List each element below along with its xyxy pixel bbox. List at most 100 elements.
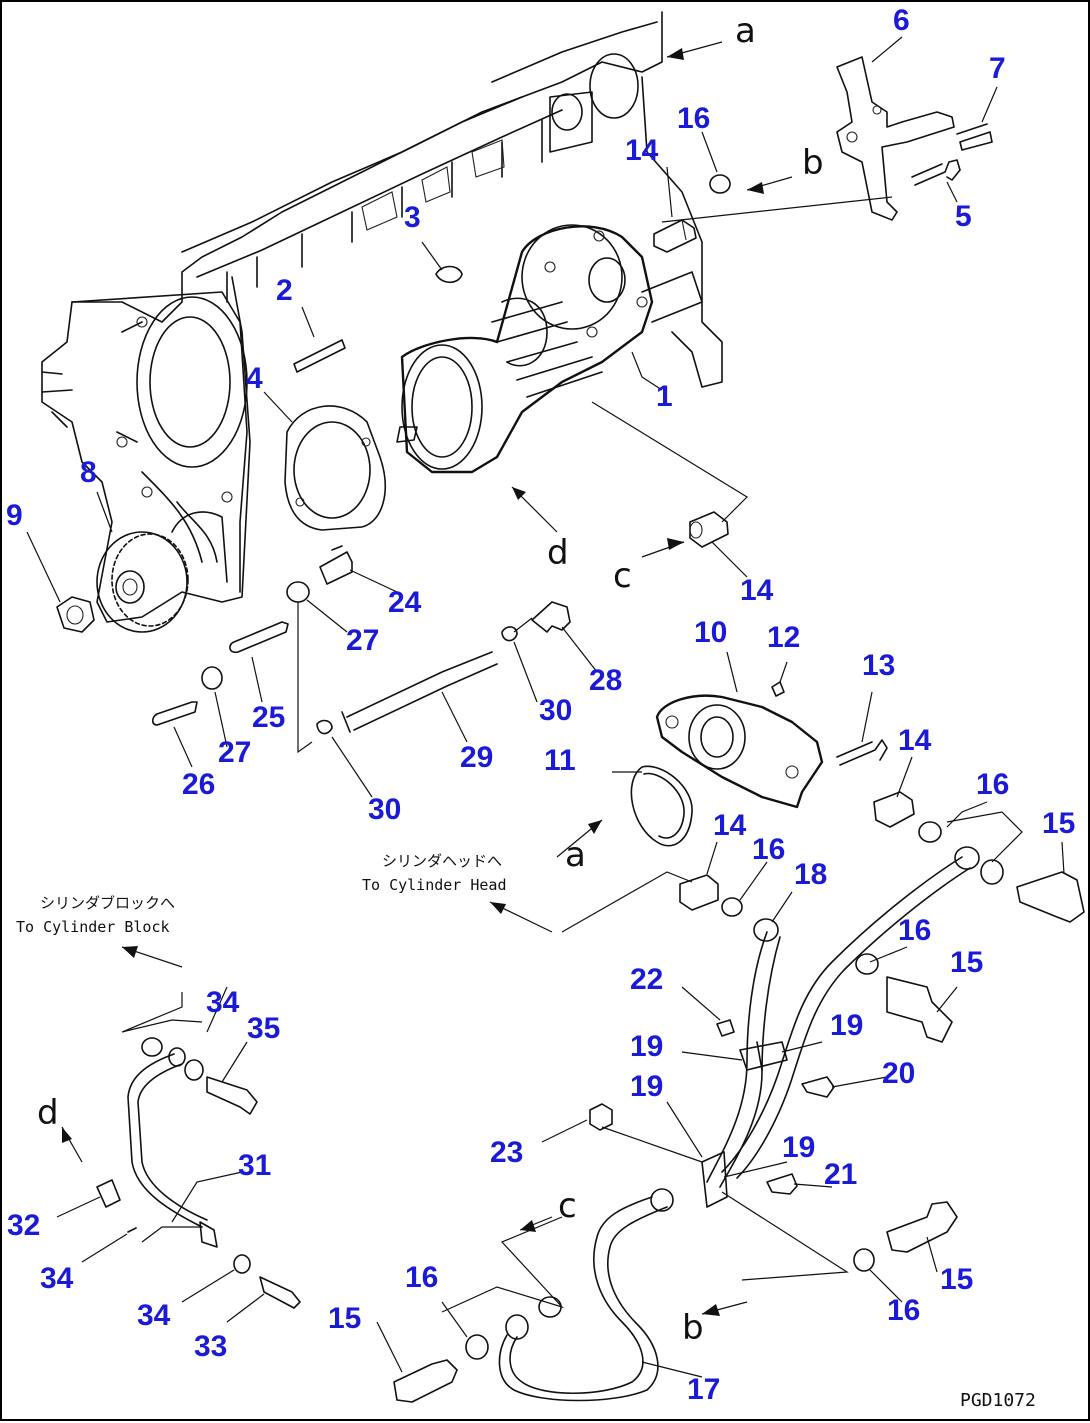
callout-31: 31 (238, 1149, 271, 1182)
drawing-code: PGD1072 (960, 1390, 1036, 1411)
clamp-part-30-a (501, 626, 518, 642)
washer-part-16-bottom-a (538, 1296, 562, 1318)
air-compressor (396, 224, 703, 474)
callout-16-middle: 16 (898, 914, 931, 947)
note-head-jp: シリンダヘッドへ (382, 852, 502, 870)
washer-part-3 (435, 265, 463, 284)
washer-part-16-top (709, 174, 731, 194)
fitting-part-14-cover (873, 791, 915, 828)
callout-16-left: 16 (752, 833, 785, 866)
callout-23: 23 (490, 1136, 523, 1169)
letter-b-top: b (802, 143, 824, 183)
washer-part-16-upper (980, 859, 1004, 885)
clamp-part-19-lower (701, 1151, 728, 1208)
callout-12: 12 (767, 621, 800, 654)
bolt-part-5 (911, 159, 961, 186)
oil-pipe-part-31 (127, 1047, 218, 1248)
bolt-part-20 (801, 1076, 835, 1098)
washer-part-34-lower (184, 1059, 204, 1081)
o-ring-part-11 (630, 765, 693, 847)
callout-2: 2 (276, 274, 293, 307)
callout-22: 22 (630, 963, 663, 996)
washer-part-34-bottom (233, 1254, 251, 1274)
callout-34-c: 34 (137, 1299, 171, 1332)
callout-34-a: 34 (206, 986, 240, 1019)
callout-15-upper: 15 (1042, 807, 1075, 840)
callout-30-b: 30 (368, 793, 401, 826)
callout-34-b: 34 (40, 1262, 74, 1295)
callout-15-middle: 15 (950, 946, 983, 979)
callout-27-a: 27 (346, 624, 379, 657)
callout-19-c: 19 (630, 1070, 663, 1103)
callout-35: 35 (247, 1012, 280, 1045)
callout-16-cover: 16 (976, 768, 1009, 801)
letter-a-top: a (735, 11, 756, 51)
note-block-jp: シリンダブロックへ (40, 894, 175, 912)
hose-part-29 (341, 651, 498, 733)
washer-part-16-bottom-b (465, 1334, 489, 1360)
callout-10: 10 (694, 616, 727, 649)
washer-part-27-b (201, 666, 223, 690)
leader-lines (26, 36, 1065, 1378)
callout-29: 29 (460, 741, 493, 774)
fitting-part-14-top (653, 219, 697, 253)
callout-17: 17 (687, 1373, 720, 1406)
callout-25: 25 (252, 701, 285, 734)
callout-7: 7 (989, 52, 1006, 85)
o-ring-part-11-inner (643, 772, 685, 839)
bracket-part-6 (836, 56, 955, 221)
connection-letters: a b d c a d c b (37, 11, 824, 1348)
letter-d-left: d (37, 1093, 59, 1133)
callout-18: 18 (794, 858, 827, 891)
bolt-part-7 (956, 123, 993, 151)
callout-labels: 1 2 3 4 5 6 7 8 9 10 11 12 13 14 14 14 1… (6, 4, 1075, 1406)
callout-14-cover: 14 (898, 724, 932, 757)
fitting-part-24 (319, 545, 353, 585)
callout-26: 26 (182, 768, 215, 801)
cover-part-10 (655, 694, 824, 809)
bolt-part-21 (766, 1173, 798, 1195)
callout-8: 8 (80, 456, 97, 489)
washer-part-27-a (286, 581, 310, 603)
nut-part-9 (56, 596, 95, 633)
callout-16-lower: 16 (887, 1294, 920, 1327)
bolt-part-33 (259, 1276, 301, 1309)
bolt-part-15-middle (886, 976, 953, 1043)
callout-14-mid: 14 (740, 574, 774, 607)
oil-pipe-part-17 (498, 1188, 674, 1402)
callout-33: 33 (194, 1330, 227, 1363)
callout-9: 9 (6, 499, 23, 532)
bolt-part-15-lower (886, 1201, 958, 1253)
callout-32: 32 (7, 1209, 40, 1242)
drive-gear-part-8 (96, 531, 189, 633)
plug-part-32 (96, 1179, 121, 1208)
callout-5: 5 (955, 200, 972, 233)
fitting-part-14-lower (679, 874, 719, 911)
callout-19-a: 19 (630, 1030, 663, 1063)
callout-11: 11 (544, 744, 576, 777)
letter-c-mid: c (613, 556, 632, 596)
letter-c-bottom: c (558, 1186, 577, 1226)
engine-front-cover (41, 11, 723, 623)
spacer-part-23 (589, 1103, 613, 1131)
callout-16-top: 16 (677, 102, 710, 135)
callout-30-a: 30 (539, 694, 572, 727)
fitting-part-14-mid (689, 511, 729, 548)
bolt-part-35 (206, 1076, 258, 1115)
callout-14-lower: 14 (713, 809, 747, 842)
letter-b-bottom: b (682, 1308, 704, 1348)
clamp-part-30-b (316, 719, 333, 735)
bolt-part-25 (229, 621, 289, 654)
bolt-part-15-upper (1016, 871, 1085, 923)
callout-4: 4 (246, 362, 263, 395)
callout-13: 13 (862, 649, 895, 682)
washer-part-16-left (721, 897, 743, 917)
washer-part-34-upper (141, 1037, 163, 1057)
callout-14-top: 14 (625, 134, 659, 167)
nut-part-22 (716, 1019, 735, 1037)
callout-15-bottom: 15 (328, 1302, 361, 1335)
callout-19-d: 19 (782, 1131, 815, 1164)
washer-part-16-lower (853, 1248, 875, 1272)
